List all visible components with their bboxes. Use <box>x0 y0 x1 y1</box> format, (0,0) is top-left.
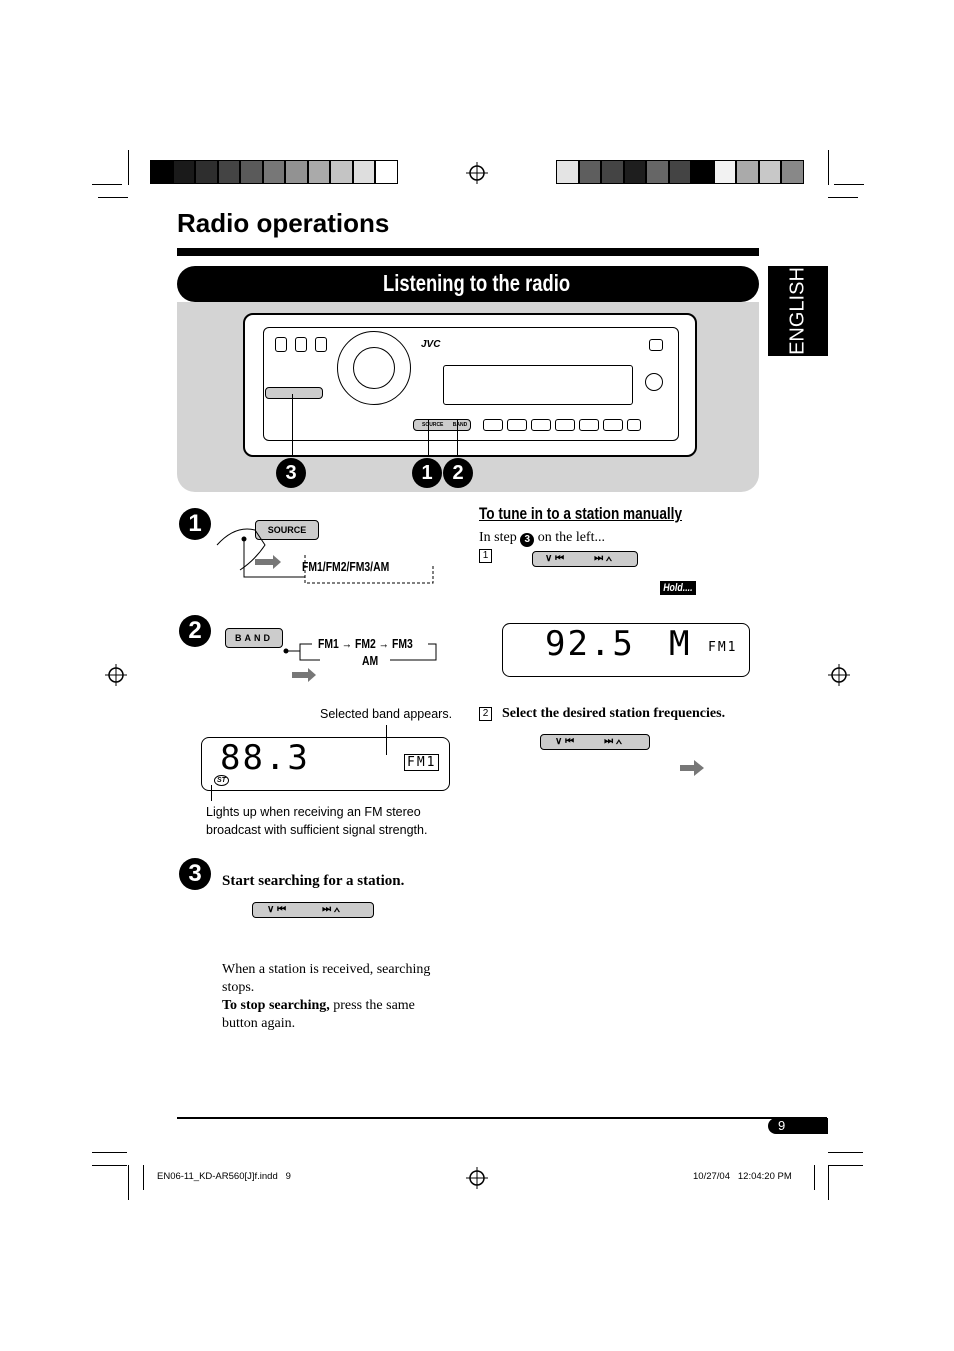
preset-button[interactable] <box>507 419 527 431</box>
preset-button[interactable] <box>627 419 641 431</box>
callout-3: 3 <box>276 458 306 488</box>
source-sequence: FM1/FM2/FM3/AM <box>302 559 390 574</box>
stereo-indicator: ST <box>214 775 229 786</box>
source-band-buttons[interactable]: SOURCE BAND <box>413 419 471 431</box>
color-swatch <box>352 160 375 184</box>
brand-logo: JVC <box>421 339 441 350</box>
color-swatch <box>556 160 579 184</box>
page-number: 9 <box>768 1118 828 1134</box>
color-swatch <box>736 160 759 184</box>
step-2-number: 2 <box>179 615 211 647</box>
callout-2: 2 <box>443 458 473 488</box>
step-3-note: When a station is received, searching st… <box>222 962 431 1031</box>
registration-mark-icon <box>828 664 850 686</box>
color-swatch <box>713 160 736 184</box>
color-swatch <box>601 160 624 184</box>
color-swatch <box>691 160 714 184</box>
substep-1-number: 1 <box>479 549 492 563</box>
hold-label: Hold.... <box>660 581 696 595</box>
band-button[interactable]: BAND <box>225 628 283 648</box>
color-swatch <box>262 160 285 184</box>
registration-mark-icon <box>105 664 127 686</box>
page-title: Radio operations <box>177 208 390 238</box>
preset-button[interactable] <box>603 419 623 431</box>
manual-intro: In step 3 on the left... <box>479 530 605 547</box>
seek-buttons-hold[interactable]: ∨ ⏮⏭ ∧ <box>532 551 638 567</box>
unit-display <box>443 365 633 405</box>
band-sequence: FM1 → FM2 → FM3 <box>318 636 413 651</box>
footer-file: EN06-11_KD-AR560[J]f.indd 9 <box>157 1171 291 1182</box>
annotation-stereo: Lights up when receiving an FM stereo br… <box>206 805 428 837</box>
preset-button[interactable] <box>483 419 503 431</box>
step-1-number: 1 <box>179 508 211 540</box>
language-label: ENGLISH <box>786 267 809 355</box>
color-swatch <box>646 160 669 184</box>
preset-button[interactable] <box>579 419 599 431</box>
manual-display: 92.5 M FM1 <box>502 623 750 677</box>
display-band: FM1 <box>404 754 440 771</box>
preset-button[interactable] <box>531 419 551 431</box>
language-tab: ENGLISH <box>768 266 828 356</box>
arrow-right-icon <box>680 760 704 776</box>
seek-buttons-select[interactable]: ∨ ⏮⏭ ∧ <box>540 734 650 750</box>
registration-mark-icon <box>466 162 488 184</box>
color-swatch <box>330 160 353 184</box>
step-3-instruction: Start searching for a station. <box>222 873 405 889</box>
color-swatch <box>150 160 173 184</box>
color-swatch <box>307 160 330 184</box>
manual-tuning-heading: To tune in to a station manually <box>479 504 683 523</box>
title-rule <box>177 248 759 256</box>
source-button[interactable]: SOURCE <box>255 520 319 540</box>
color-swatch <box>172 160 195 184</box>
registration-mark-icon <box>466 1167 488 1189</box>
substep-2-number: 2 <box>479 707 492 721</box>
color-swatch <box>623 160 646 184</box>
color-swatch <box>195 160 218 184</box>
preset-button[interactable] <box>555 419 575 431</box>
footer-timestamp: 10/27/04 12:04:20 PM <box>693 1171 792 1182</box>
annotation-band: Selected band appears. <box>320 707 453 721</box>
color-swatch <box>240 160 263 184</box>
callout-1: 1 <box>412 458 442 488</box>
car-stereo-faceplate: JVC SOURCE BAND <box>243 313 697 457</box>
color-swatch <box>217 160 240 184</box>
finger-press-illustration <box>216 528 434 584</box>
substep-2-text: Select the desired station frequencies. <box>502 706 726 721</box>
display-manual-indicator: M <box>669 624 692 664</box>
band-sequence-lines <box>283 643 437 682</box>
band-sequence-am: AM <box>362 653 379 668</box>
band-display: 88.3 FM1 ST <box>201 737 450 791</box>
color-swatch <box>375 160 398 184</box>
color-swatch <box>668 160 691 184</box>
display-frequency: 88.3 <box>220 738 310 778</box>
color-swatch <box>578 160 601 184</box>
footer-rule <box>177 1117 827 1119</box>
seek-buttons[interactable]: ∨ ⏮⏭ ∧ <box>252 902 374 918</box>
color-swatch <box>781 160 804 184</box>
section-title: Listening to the radio <box>383 270 571 296</box>
color-swatch <box>758 160 781 184</box>
color-swatch <box>285 160 308 184</box>
step-3-number: 3 <box>179 858 211 890</box>
section-header: Listening to the radio <box>177 266 759 302</box>
display-band: FM1 <box>708 640 738 655</box>
seek-button[interactable] <box>265 387 323 399</box>
display-frequency: 92.5 <box>545 624 635 664</box>
